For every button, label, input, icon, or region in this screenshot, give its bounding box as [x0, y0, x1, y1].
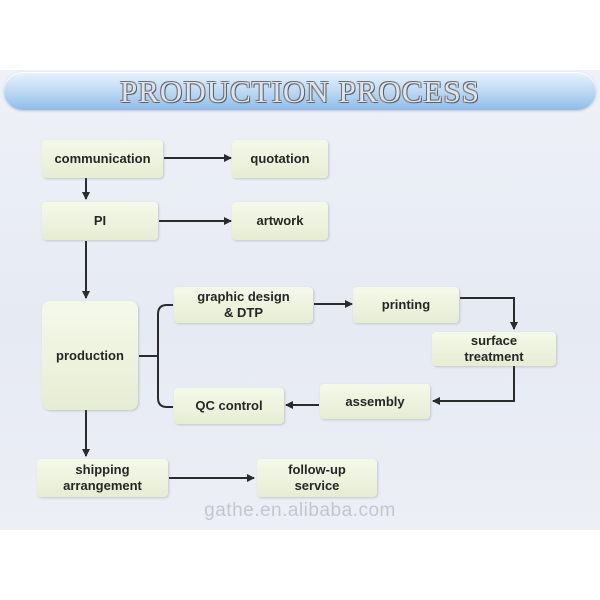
node-printing: printing — [353, 287, 459, 323]
arrow-printing-to-surface — [460, 297, 518, 330]
node-surface-treatment: surface treatment — [432, 332, 556, 366]
node-assembly: assembly — [320, 384, 430, 419]
node-shipping-arrangement: shipping arrangement — [37, 459, 168, 497]
node-pi: PI — [42, 202, 158, 240]
watermark-text: gathe.en.alibaba.com — [204, 500, 396, 521]
node-graphic-design-dtp: graphic design & DTP — [174, 287, 313, 323]
diagram-title: PRODUCTION PROCESS — [120, 74, 480, 109]
node-communication: communication — [42, 140, 163, 178]
node-artwork: artwork — [232, 202, 328, 240]
node-quotation: quotation — [232, 140, 328, 178]
node-qc-control: QC control — [174, 388, 284, 424]
node-follow-up-service: follow-up service — [257, 459, 377, 497]
title-banner — [4, 72, 596, 110]
bracket-production-branches — [157, 304, 173, 408]
arrow-surface-to-assembly — [432, 366, 515, 405]
node-production: production — [42, 301, 138, 410]
